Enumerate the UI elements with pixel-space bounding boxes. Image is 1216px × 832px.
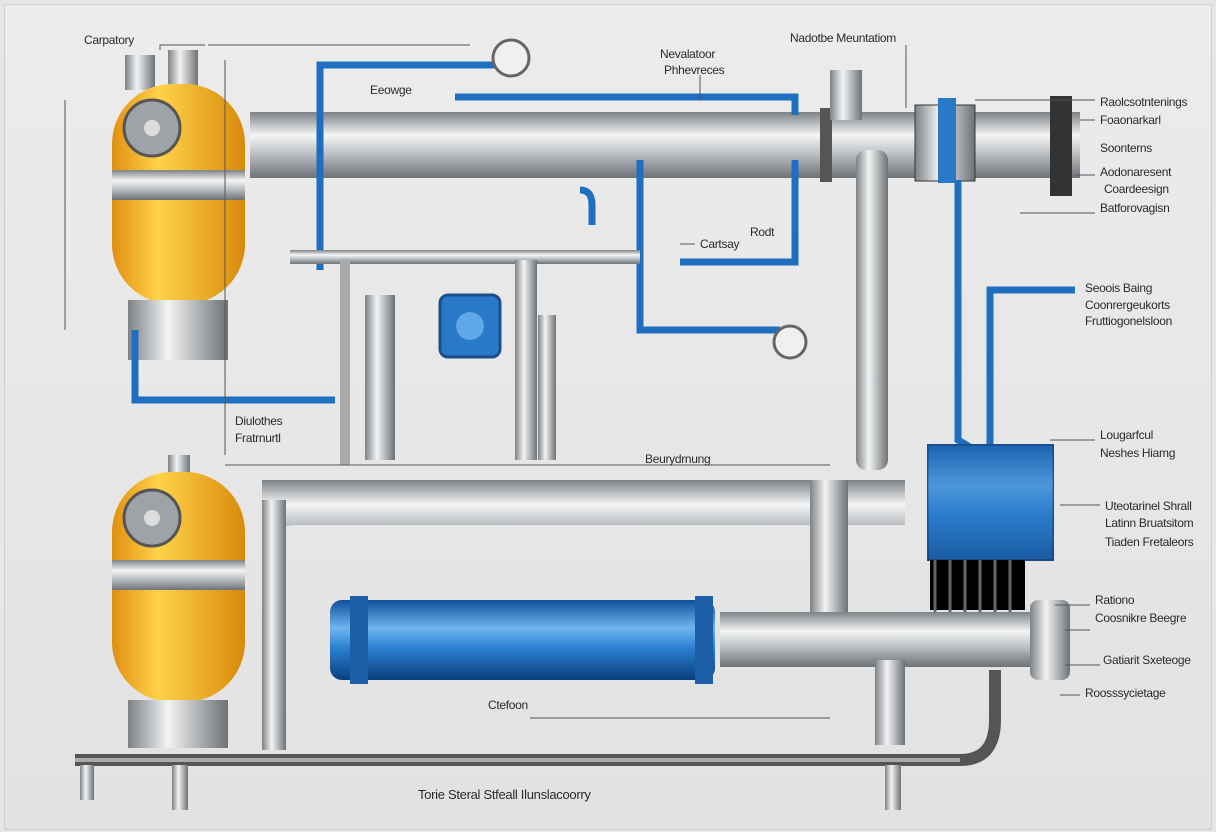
label-uteotarinel-3: Tiaden Fretaleors (1105, 535, 1194, 549)
blue-lines (131, 61, 1075, 454)
label-eeowge: Eeowge (370, 83, 412, 97)
label-nevalatoor-2: Phhevreces (664, 63, 725, 77)
pressure-gauge-top (491, 38, 531, 78)
label-carpatory: Carpatory (84, 33, 134, 47)
label-diulothes-1: Diulothes (235, 414, 283, 428)
blue-cylinder (330, 600, 715, 680)
label-lougarfcul-2: Neshes Hiamg (1100, 446, 1176, 460)
label-right-top-6: Batforovagisn (1100, 201, 1170, 215)
label-rodt: Rodt (750, 225, 775, 239)
diagram-caption: Torie Steral Stfeall Ilunslacoorry (418, 787, 591, 802)
label-rationo-2: Coosnikre Beegre (1095, 611, 1187, 625)
label-rationo-1: Rationo (1095, 593, 1135, 607)
label-right-top-3: Soonterns (1100, 141, 1153, 155)
pressure-gauge-mid (772, 324, 808, 360)
label-right-top-1: Raolcsotntenings (1100, 95, 1188, 109)
label-diulothes-2: Fratrnurtl (235, 431, 281, 445)
label-right-top-4: Aodonaresent (1100, 165, 1172, 179)
label-nadotbe: Nadotbe Meuntatiom (790, 31, 896, 45)
label-seoois-2: Coonrergeukorts (1085, 298, 1170, 312)
label-gatiarit: Gatiarit Sxeteoge (1103, 653, 1191, 667)
heat-exchanger (927, 444, 1054, 612)
lower-tank (112, 455, 245, 748)
vertical-steel-pipe (856, 150, 888, 470)
label-nevalatoor-1: Nevalatoor (660, 47, 716, 61)
label-lougarfcul-1: Lougarfcul (1100, 428, 1154, 442)
label-uteotarinel-1: Uteotarinel Shrall (1105, 499, 1192, 513)
leader-lines (64, 44, 1100, 719)
label-roosss: Roosssycietage (1085, 686, 1166, 700)
label-uteotarinel-2: Latinn Bruatsitom (1105, 516, 1194, 530)
label-seoois-1: Seoois Baing (1085, 281, 1153, 295)
label-ctefoon: Ctefoon (488, 698, 528, 712)
label-beurydrnung: Beurydrnung (645, 452, 711, 466)
label-right-top-2: Foaonarkarl (1100, 113, 1161, 127)
label-seoois-3: Fruttiogonelsloon (1085, 314, 1172, 328)
base-rail (75, 670, 1001, 766)
label-right-top-5: Coardeesign (1104, 182, 1169, 196)
pump-assembly (720, 612, 1070, 667)
manifold (290, 250, 640, 465)
label-cartsay: Cartsay (700, 237, 740, 251)
lower-main-pipe (262, 480, 905, 550)
upper-tank (112, 50, 245, 360)
